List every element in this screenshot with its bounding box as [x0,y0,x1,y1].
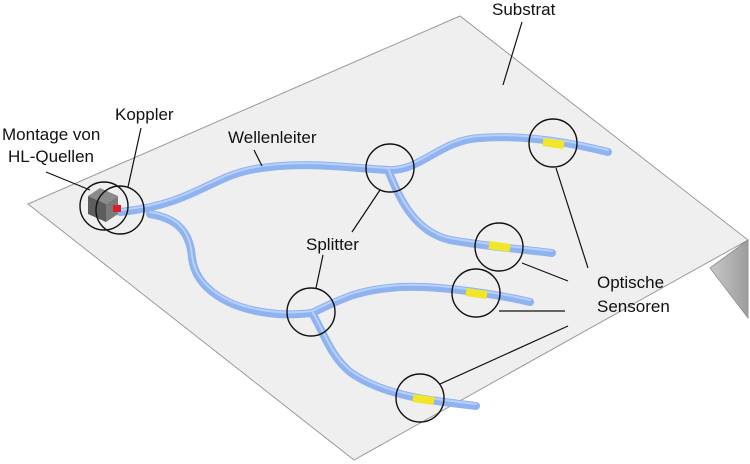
sensor-segment [542,138,565,149]
highlight-circles [79,118,578,423]
splitter-circle-lower [286,287,336,337]
waveguide-highlight [311,310,477,405]
sensor-circle-4 [395,373,445,423]
leader-splitter-upper [351,189,381,233]
leader-substrat [502,21,523,86]
sensor-circle-2 [474,222,524,272]
label-montage-line1: Montage von [2,125,100,144]
leader-sensor-1 [555,167,589,269]
sensor-segment [488,241,511,252]
source-emitter [113,205,121,212]
text-labels: Substrat Koppler Montage von HL-Quellen … [2,0,670,316]
splitter-circle-upper [365,143,415,193]
label-substrat: Substrat [492,0,556,19]
leader-splitter-lower [315,254,324,289]
leader-sensor-2 [521,262,569,282]
label-koppler: Koppler [115,105,174,124]
label-optische: Optische [597,273,664,292]
leader-montage [45,171,91,191]
source-block-top [88,188,118,204]
source-block-front [88,196,106,222]
waveguide-network [116,133,612,410]
substrate-fold [709,239,749,320]
laser-source [88,188,121,222]
sensor-circle-1 [528,118,578,168]
waveguide-highlight [387,167,553,252]
leader-sensor-4 [439,325,569,385]
montage-circle [79,181,129,231]
source-block-side [106,196,118,222]
leader-wellenleiter [253,149,263,167]
waveguide-segment [384,166,556,257]
sensor-segment [412,394,435,405]
label-splitter: Splitter [306,235,359,254]
sensor-segment [465,288,488,299]
koppler-circle [95,185,145,235]
sensor-segments [412,138,565,405]
waveguide-highlight [149,211,531,314]
label-sensoren: Sensoren [597,297,670,316]
sensor-circle-3 [451,268,501,318]
leader-koppler [127,127,142,188]
leader-lines [45,21,589,385]
label-montage-line2: HL-Quellen [8,147,94,166]
label-wellenleiter: Wellenleiter [228,128,317,147]
